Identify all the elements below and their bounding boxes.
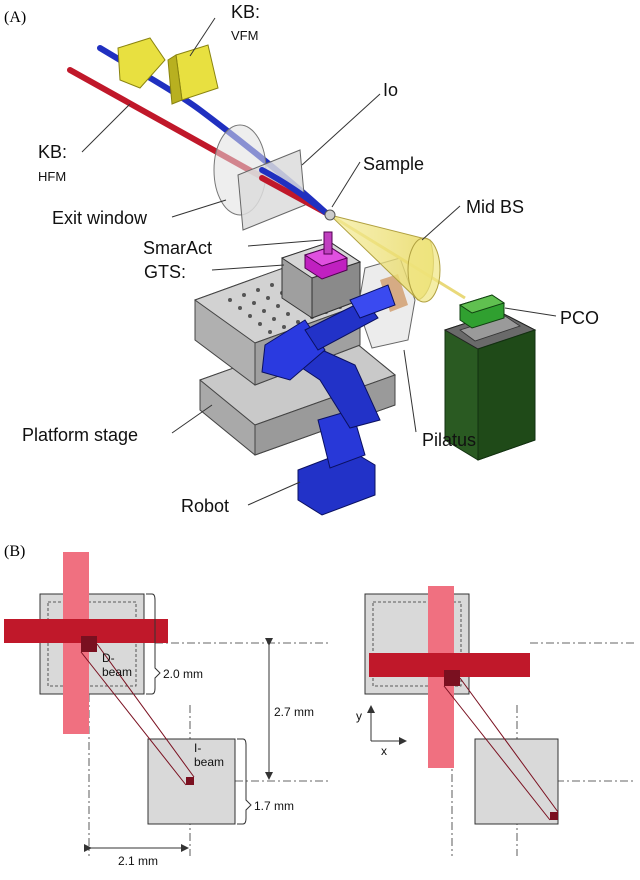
i-beam-label-line2: beam	[194, 755, 224, 769]
panel-a-tag: (A)	[4, 9, 26, 26]
label-platform-stage: Platform stage	[22, 425, 138, 445]
i-beam-spot-right	[550, 812, 558, 820]
label-pilatus: Pilatus	[422, 430, 476, 450]
dimension-2-7: 2.7 mm	[274, 705, 314, 719]
label-exit-window: Exit window	[52, 208, 148, 228]
xy-axes	[367, 705, 407, 745]
i-beam-spot-left	[186, 777, 194, 785]
dimension-2-0: 2.0 mm	[163, 667, 203, 681]
label-pco: PCO	[560, 308, 599, 328]
io-plate	[237, 149, 306, 231]
dimension-brackets	[84, 593, 273, 852]
d-beam-spot-right	[444, 670, 460, 686]
panel-a-labels: KB: VFM Io KB: HFM Sample Mid BS Exit wi…	[22, 2, 599, 516]
panel-b-tag: (B)	[4, 543, 25, 560]
gts-stage	[280, 231, 362, 319]
kb-hfm-mirror	[117, 37, 166, 89]
d-beam-spot-left	[81, 636, 97, 652]
kb-mirrors	[117, 37, 219, 105]
i-beam-label-line1: I-	[194, 741, 201, 755]
kb-vfm-mirror	[175, 44, 219, 101]
axis-y-label: y	[356, 709, 362, 723]
d-beam-label-line1: D-	[102, 651, 115, 665]
panel-b-left: D- beam I- beam 2.0 mm 2.7 mm 1.7 mm 2.1…	[4, 552, 330, 868]
panel-a: (A)	[4, 2, 599, 516]
i-beam-sample-square-right	[474, 738, 559, 825]
label-smaract: SmarAct	[143, 238, 212, 258]
label-robot: Robot	[181, 496, 229, 516]
dimension-2-1: 2.1 mm	[118, 854, 158, 868]
label-mid-bs: Mid BS	[466, 197, 524, 217]
leader-lines	[81, 17, 557, 506]
panel-b: (B) D-	[4, 543, 636, 868]
label-kb-hfm-line2: HFM	[38, 169, 66, 184]
dimension-1-7: 1.7 mm	[254, 799, 294, 813]
sample-point	[324, 209, 336, 221]
label-kb-vfm-line1: KB:	[231, 2, 260, 22]
axis-x-label: x	[381, 744, 387, 758]
label-sample: Sample	[363, 154, 424, 174]
robot	[261, 284, 396, 516]
d-beam-label-line2: beam	[102, 665, 132, 679]
pco-detector	[443, 294, 537, 461]
scatter-cone	[324, 209, 441, 303]
label-gts: GTS:	[144, 262, 186, 282]
label-io: Io	[383, 80, 398, 100]
label-kb-hfm-line1: KB:	[38, 142, 67, 162]
label-kb-vfm-line2: VFM	[231, 28, 258, 43]
panel-b-right: y x	[356, 586, 636, 856]
